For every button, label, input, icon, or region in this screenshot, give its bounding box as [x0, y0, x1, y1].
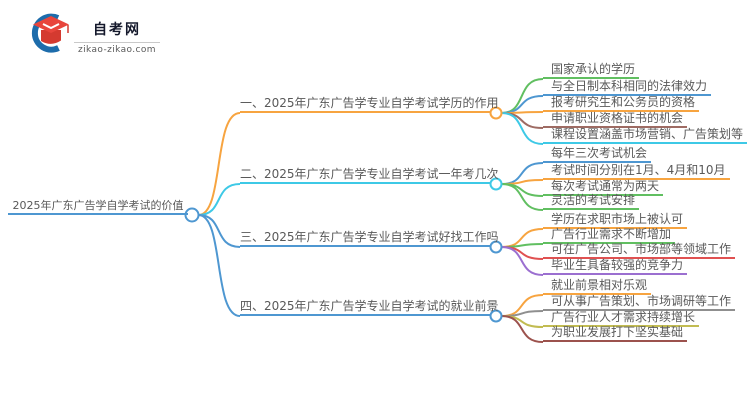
branch-topic[interactable]: 三、2025年广东广告学专业自学考试好找工作吗: [240, 230, 499, 247]
connector-path: [198, 183, 241, 216]
leaf-topic[interactable]: 为职业发展打下坚实基础: [543, 325, 688, 342]
node-handle[interactable]: [489, 177, 503, 191]
logo-text-block: 自考网 zikao-zikao.com: [74, 11, 160, 55]
node-handle[interactable]: [184, 207, 200, 223]
branch-topic[interactable]: 四、2025年广东广告学专业自学考试的就业前景: [240, 299, 499, 316]
root-topic[interactable]: 2025年广东广告学自学考试的价值: [8, 198, 188, 215]
branch-topic[interactable]: 二、2025年广东广告学专业自学考试一年考几次: [240, 167, 499, 184]
leaf-topic[interactable]: 广告行业人才需求持续增长: [543, 310, 700, 327]
connector-path: [198, 214, 241, 317]
leaf-topic[interactable]: 考试时间分别在1月、4月和10月: [543, 163, 730, 180]
leaf-topic[interactable]: 课程设置涵盖市场营销、广告策划等: [543, 127, 748, 144]
leaf-topic[interactable]: 报考研究生和公务员的资格: [543, 95, 700, 112]
node-handle[interactable]: [489, 240, 503, 254]
connector-path: [501, 183, 544, 211]
logo-divider: [74, 42, 160, 43]
leaf-topic[interactable]: 可在广告公司、市场部等领域工作: [543, 242, 736, 259]
connector-path: [501, 112, 544, 145]
leaf-topic[interactable]: 就业前景相对乐观: [543, 278, 652, 295]
node-handle[interactable]: [489, 309, 503, 323]
leaf-topic[interactable]: 毕业生具备较强的竞争力: [543, 258, 688, 275]
leaf-topic[interactable]: 可从事广告策划、市场调研等工作: [543, 294, 736, 311]
graduation-cap-icon: [28, 11, 70, 55]
leaf-topic[interactable]: 每年三次考试机会: [543, 146, 652, 163]
node-handle[interactable]: [489, 106, 503, 120]
connector-path: [501, 315, 544, 343]
leaf-topic[interactable]: 学历在求职市场上被认可: [543, 212, 688, 229]
branch-topic[interactable]: 一、2025年广东广告学专业自学考试学历的作用: [240, 96, 499, 113]
leaf-topic[interactable]: 国家承认的学历: [543, 62, 640, 79]
connector-path: [501, 246, 544, 276]
leaf-topic[interactable]: 灵活的考试安排: [543, 193, 640, 210]
leaf-topic[interactable]: 申请职业资格证书的机会: [543, 111, 688, 128]
site-logo[interactable]: 自考网 zikao-zikao.com: [28, 11, 160, 55]
connector-path: [198, 214, 241, 248]
site-name: 自考网: [93, 22, 141, 38]
connector-path: [198, 112, 241, 216]
leaf-topic[interactable]: 与全日制本科相同的法律效力: [543, 79, 712, 96]
leaf-topic[interactable]: 广告行业需求不断增加: [543, 227, 676, 244]
site-url: zikao-zikao.com: [78, 45, 156, 55]
leaf-topic[interactable]: 每次考试通常为两天: [543, 179, 664, 196]
